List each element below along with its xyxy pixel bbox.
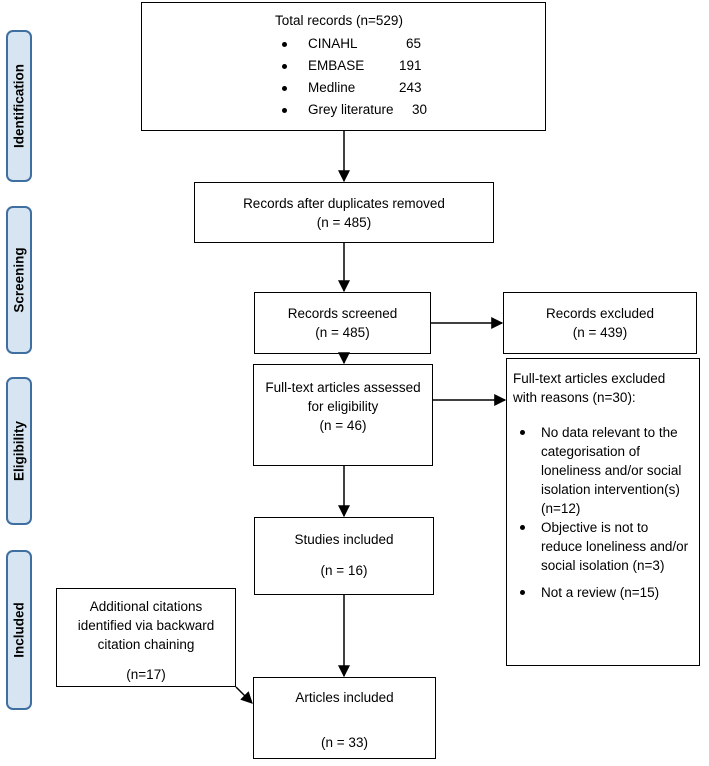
phase-identification: Identification	[6, 30, 32, 182]
database-count: 30	[412, 102, 428, 117]
duplicates-removed-count: (n = 485)	[316, 215, 372, 230]
records-excluded-count: (n = 439)	[572, 325, 628, 340]
database-name: CINAHL	[308, 36, 358, 51]
duplicates-removed-box: Records after duplicates removed (n = 48…	[194, 182, 494, 243]
database-name: Grey literature	[308, 102, 394, 117]
studies-included-count: (n = 16)	[320, 563, 368, 578]
articles-included-count: (n = 33)	[321, 735, 368, 750]
database-item: CINAHL 65	[282, 33, 452, 55]
database-item: Medline 243	[282, 77, 452, 99]
exclusion-reasons: No data relevant to the categorisation o…	[513, 423, 693, 602]
exclusion-reason-item: Not a review (n=15)	[513, 583, 693, 602]
fulltext-excluded-line1: Full-text articles excluded	[513, 371, 666, 386]
articles-included-title: Articles included	[295, 690, 394, 705]
database-name: EMBASE	[308, 58, 365, 73]
database-item: Grey literature 30	[282, 99, 452, 121]
studies-included-box: Studies included (n = 16)	[254, 517, 434, 595]
phase-included: Included	[6, 550, 32, 710]
exclusion-reason-item: Objective is not to reduce loneliness an…	[513, 518, 693, 575]
fulltext-excluded-box: Full-text articles excluded with reasons…	[506, 358, 700, 666]
additional-citations-count: (n=17)	[126, 667, 166, 682]
total-records-box: Total records (n=529) CINAHL 65 EMBASE 1…	[141, 2, 546, 131]
fulltext-assessed-line1: Full-text articles assessed	[265, 380, 421, 395]
additional-citations-line1: Additional citations	[89, 599, 203, 614]
additional-citations-line2: identified via backward	[77, 618, 215, 633]
articles-included-box: Articles included (n = 33)	[253, 677, 436, 759]
arrow-additional-to-articles	[235, 686, 253, 704]
phase-screening: Screening	[6, 206, 32, 354]
duplicates-removed-title: Records after duplicates removed	[243, 196, 445, 211]
database-item: EMBASE 191	[282, 55, 452, 77]
records-screened-count: (n = 485)	[315, 325, 370, 340]
total-records-title: Total records (n=529)	[275, 13, 403, 28]
fulltext-assessed-line2: for eligibility	[307, 399, 379, 414]
additional-citations-box: Additional citations identified via back…	[56, 588, 236, 687]
studies-included-title: Studies included	[294, 532, 394, 547]
fulltext-assessed-count: (n = 46)	[319, 418, 367, 433]
fulltext-excluded-line2: with reasons (n=30):	[513, 390, 636, 405]
database-count: 65	[406, 36, 422, 51]
database-name: Medline	[308, 80, 356, 95]
database-list: CINAHL 65 EMBASE 191 Medline 243 Grey li…	[282, 33, 452, 121]
database-count: 243	[399, 80, 422, 95]
fulltext-assessed-box: Full-text articles assessed for eligibil…	[253, 364, 433, 466]
records-screened-box: Records screened (n = 485)	[254, 292, 431, 354]
records-excluded-title: Records excluded	[545, 306, 655, 321]
database-count: 191	[399, 58, 422, 73]
exclusion-reason-item: No data relevant to the categorisation o…	[513, 423, 693, 518]
phase-eligibility: Eligibility	[6, 377, 32, 525]
records-screened-title: Records screened	[287, 306, 398, 321]
additional-citations-line3: citation chaining	[97, 637, 195, 652]
records-excluded-box: Records excluded (n = 439)	[503, 292, 697, 354]
